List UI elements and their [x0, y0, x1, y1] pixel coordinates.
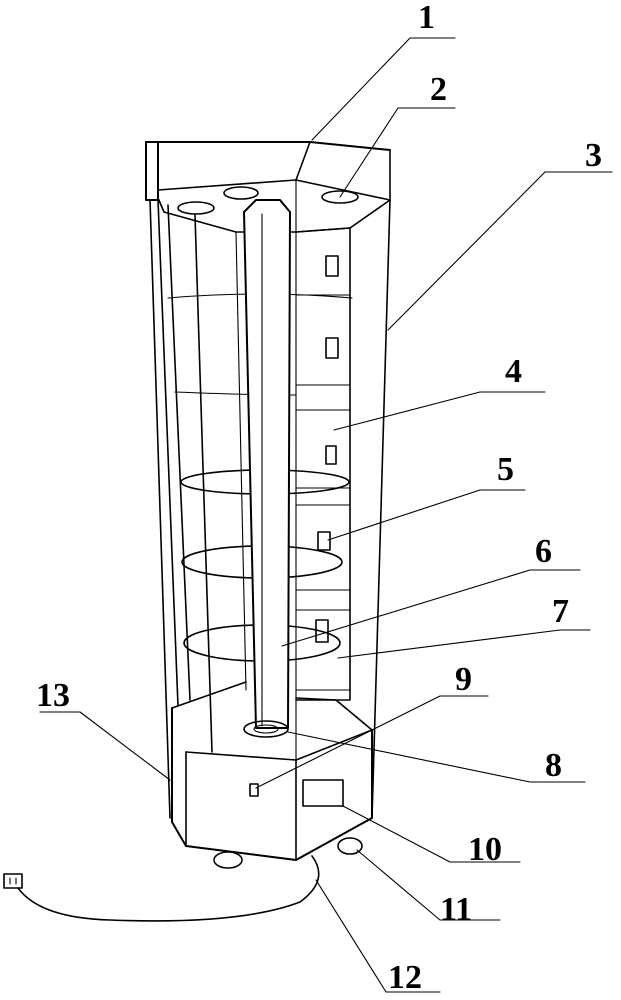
callout-7: 7: [552, 593, 569, 630]
callout-11: 11: [440, 891, 472, 928]
callout-2: 2: [430, 71, 447, 108]
transparent-housing: [149, 199, 391, 819]
callout-5: 5: [497, 451, 514, 488]
base-box: [171, 681, 373, 869]
callout-10: 10: [468, 831, 502, 868]
callout-13: 13: [36, 677, 70, 714]
callout-12: 12: [388, 959, 422, 996]
callout-3: 3: [585, 137, 602, 174]
power-cord: [3, 855, 320, 922]
callout-6: 6: [535, 533, 552, 570]
right-wall-compartments: [295, 227, 351, 761]
callout-4: 4: [505, 353, 522, 390]
leader-lines: [39, 37, 613, 993]
callout-9: 9: [455, 661, 472, 698]
callout-8: 8: [545, 747, 562, 784]
callout-labels: 1 2 3 4 5 6 7 8 9 10 11 12 13: [36, 0, 602, 996]
callout-1: 1: [418, 0, 435, 36]
top-holes: [177, 186, 359, 215]
central-column: [243, 199, 291, 729]
